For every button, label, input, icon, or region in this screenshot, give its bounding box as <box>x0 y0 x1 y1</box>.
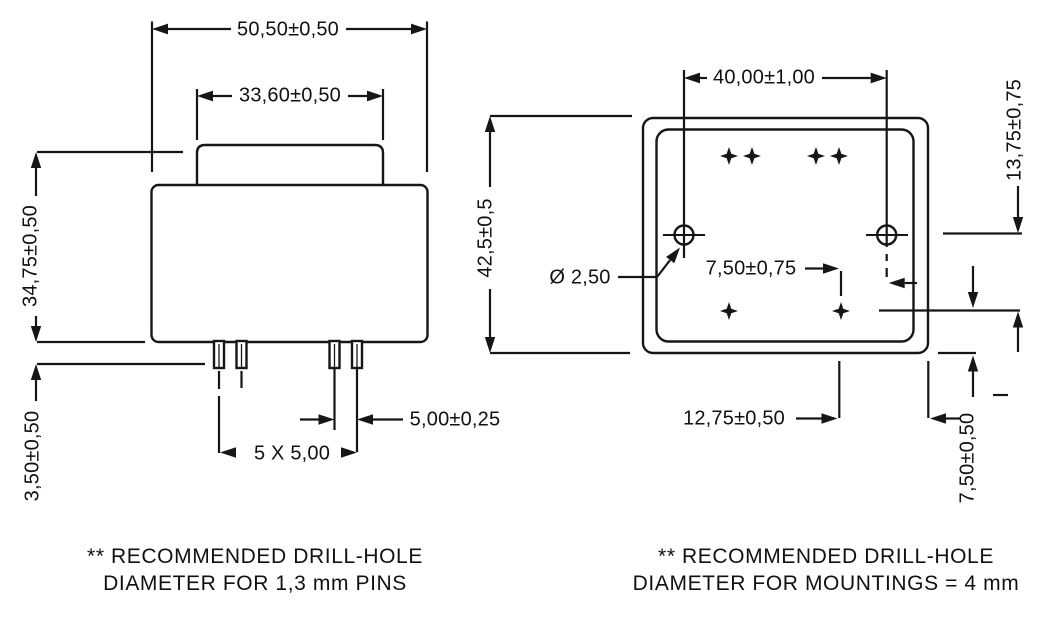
dim-overall-height-label: 42,5±0,5 <box>474 198 497 278</box>
dim-overall-width-lines <box>150 21 429 172</box>
dim-hole-spacing-lines <box>682 70 888 277</box>
front-view <box>30 21 429 458</box>
dim-hole-to-pin-col-label: 7,50±0,75 <box>705 257 797 279</box>
dim-pin-span-lines <box>220 447 357 458</box>
dim-pin-span-label: 5 X 5,00 <box>253 442 331 464</box>
pin-3 <box>328 339 341 370</box>
dim-cap-width-lines <box>195 89 385 140</box>
dim-hole-to-pin-row-lines <box>943 186 1024 352</box>
pin-2 <box>235 339 248 370</box>
dim-pin-length-label: 3,50±0,50 <box>21 410 44 502</box>
caption-pins-line1: ** RECOMMENDED DRILL-HOLE <box>87 545 423 568</box>
dim-cap-width-label: 33,60±0,50 <box>239 84 341 107</box>
dim-pin-row-to-edge-label: 7,50±0,50 <box>956 412 979 504</box>
cap-outline <box>195 143 385 188</box>
caption-mountings-line1: ** RECOMMENDED DRILL-HOLE <box>658 545 994 568</box>
dim-body-height-lines <box>30 152 42 342</box>
base-outer-outline <box>641 116 930 355</box>
body-outline <box>150 183 429 344</box>
bottom-view <box>484 70 1024 424</box>
pin-1 <box>212 339 226 370</box>
dim-hole-to-pin-col-lines <box>805 263 917 296</box>
pin-marker <box>830 147 848 165</box>
hole-diameter-leader <box>618 247 680 279</box>
dim-pin-length-lines <box>30 364 42 401</box>
pin-marker <box>720 302 738 320</box>
pin-markers <box>720 147 850 320</box>
pin-marker <box>832 302 850 320</box>
pin-marker <box>743 147 761 165</box>
dim-hole-spacing-label: 40,00±1,00 <box>713 66 815 89</box>
dim-body-height-label: 34,75±0,50 <box>19 205 42 307</box>
caption-mountings: ** RECOMMENDED DRILL-HOLE DIAMETER FOR M… <box>633 543 1020 597</box>
pin-marker <box>807 147 825 165</box>
pin-extension-lines <box>217 369 359 453</box>
caption-mountings-line2: DIAMETER FOR MOUNTINGS = 4 mm <box>632 572 1020 595</box>
pin-marker <box>720 147 738 165</box>
caption-pins-line2: DIAMETER FOR 1,3 mm PINS <box>103 572 407 595</box>
dim-pin-pitch-lines <box>300 414 403 425</box>
dim-pin-row-to-edge-lines <box>938 266 1008 397</box>
dim-pin-col-to-edge-lines <box>796 361 960 424</box>
dim-pin-pitch-label: 5,00±0,25 <box>409 408 501 431</box>
dim-hole-to-pin-row-label: 13,75±0,75 <box>1003 79 1026 181</box>
hole-diameter-label: Ø 2,50 <box>549 266 611 288</box>
base-inner-outline <box>655 128 915 343</box>
dim-pin-col-to-edge-label: 12,75±0,50 <box>683 407 785 430</box>
caption-pins: ** RECOMMENDED DRILL-HOLE DIAMETER FOR 1… <box>87 543 423 597</box>
pin-4 <box>350 339 364 370</box>
dim-overall-width-label: 50,50±0,50 <box>237 18 339 40</box>
dim-overall-height-lines <box>484 114 632 355</box>
